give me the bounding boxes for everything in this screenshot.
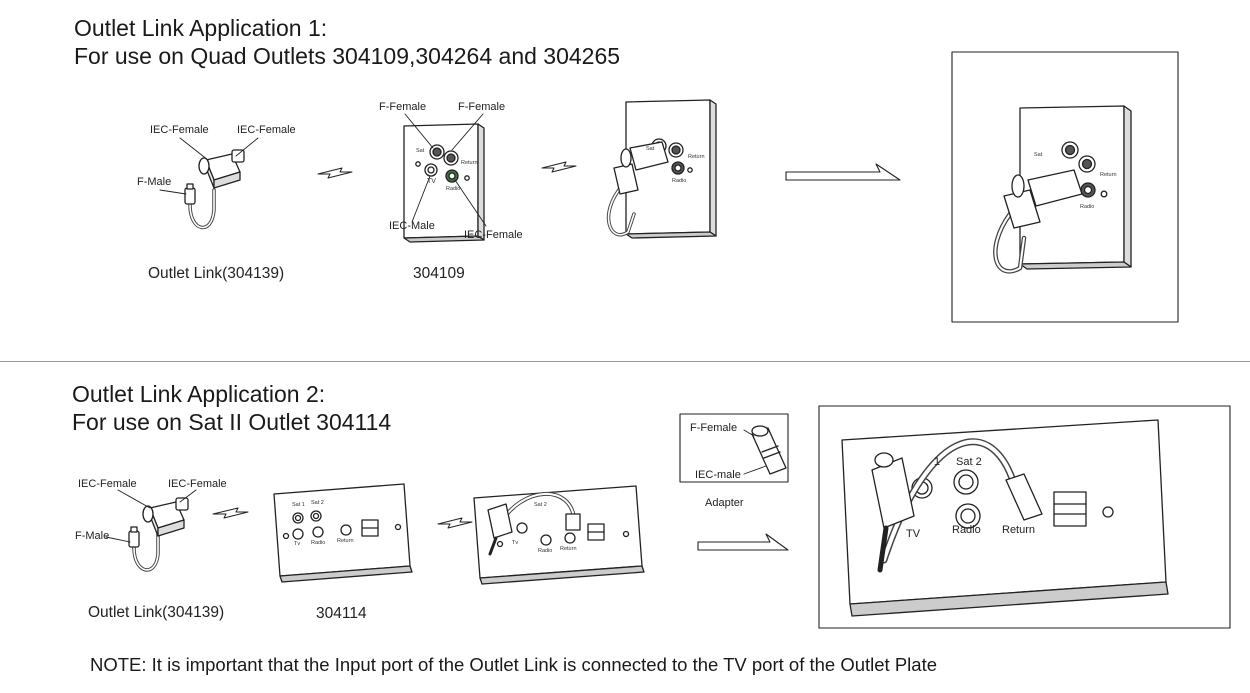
- arrow-long-2: [697, 533, 789, 551]
- plate1s-port-radio: Radio: [672, 178, 687, 184]
- adapter-f-female: F-Female: [690, 422, 738, 434]
- plate2l-port-sat1: 1: [934, 456, 941, 468]
- plate1-port-return: Return: [461, 160, 478, 166]
- link2-iec-female-left: IEC-Female: [78, 478, 137, 490]
- link2-leaders: [105, 489, 197, 543]
- section1-title-line1: Outlet Link Application 1:: [74, 15, 328, 41]
- plate2-port-radio: Radio: [311, 540, 326, 546]
- adapter-device: [751, 425, 787, 475]
- plate2-caption: 304114: [316, 605, 367, 622]
- plate1-iec-female: IEC-Female: [464, 229, 523, 241]
- plate2l-port-radio: Radio: [952, 524, 981, 536]
- section2-title-line2: For use on Sat II Outlet 304114: [72, 409, 392, 435]
- section1-title-line2: For use on Quad Outlets 304109,304264 an…: [74, 43, 621, 69]
- plate2s-port-sat2: Sat 2: [534, 502, 547, 508]
- plate-304109: [403, 123, 485, 243]
- link1-iec-female-left: IEC-Female: [150, 124, 209, 136]
- link2-caption: Outlet Link(304139): [88, 604, 225, 621]
- plate2-port-sat2: Sat 2: [311, 500, 324, 506]
- plate1-caption: 304109: [413, 265, 465, 282]
- plate1-port-tv: TV: [427, 178, 436, 185]
- plate1l-port-radio: Radio: [1080, 204, 1095, 210]
- section-divider: [0, 361, 1250, 362]
- arrow-long-1: [785, 163, 901, 181]
- arrow-small-3: [212, 507, 249, 519]
- adapter-iec-male: IEC-male: [695, 469, 741, 481]
- plate1-port-sat: Sat: [416, 148, 425, 154]
- plate1-iec-male: IEC-Male: [389, 220, 435, 232]
- plate1-leaders: [404, 113, 487, 227]
- arrow-small-2: [541, 161, 577, 173]
- plate1-f-female-left: F-Female: [379, 101, 427, 113]
- adapter-leaders: [743, 429, 767, 475]
- link1-f-male: F-Male: [137, 176, 172, 188]
- plate1-port-radio: Radio: [446, 186, 461, 192]
- plate2l-port-sat2: Sat 2: [956, 456, 982, 468]
- link2-f-male: F-Male: [75, 530, 110, 542]
- arrow-small-1: [317, 167, 353, 179]
- plate1l-port-sat: Sat: [1034, 152, 1043, 158]
- plate1s-port-return: Return: [688, 154, 705, 160]
- plate1-f-female-right: F-Female: [458, 101, 506, 113]
- outlet-link-device-2: [128, 497, 189, 572]
- plate2l-port-return: Return: [1002, 524, 1036, 536]
- plate2s-port-tv: Tv: [512, 540, 519, 546]
- footer-note: NOTE: It is important that the Input por…: [90, 654, 937, 675]
- link1-leaders: [159, 137, 259, 195]
- plate-with-link-small: [606, 99, 717, 239]
- outlet-link-device-1: [184, 149, 245, 230]
- adapter-caption: Adapter: [705, 497, 744, 509]
- plate-304114-with-link: [473, 485, 645, 585]
- plate2l-port-tv: TV: [906, 528, 921, 540]
- plate2-port-tv: Tv: [294, 541, 301, 547]
- plate2-port-return: Return: [337, 538, 354, 544]
- plate-304114-large: [841, 419, 1169, 617]
- plate1s-port-sat: Sat: [646, 146, 655, 152]
- section2-title-line1: Outlet Link Application 2:: [72, 381, 326, 407]
- plate2s-port-return: Return: [560, 546, 577, 552]
- plate2s-port-radio: Radio: [538, 548, 553, 554]
- adapter-frame: [679, 413, 789, 483]
- link1-iec-female-right: IEC-Female: [237, 124, 296, 136]
- plate-304114: [273, 483, 413, 583]
- link1-caption: Outlet Link(304139): [148, 265, 285, 282]
- plate1l-port-return: Return: [1100, 172, 1117, 178]
- link2-iec-female-right: IEC-Female: [168, 478, 227, 490]
- plate-with-link-large: [993, 105, 1132, 274]
- zoom-frame-1: [951, 51, 1179, 323]
- arrow-small-4: [437, 517, 473, 529]
- zoom-frame-2: [818, 405, 1231, 629]
- plate2-port-sat1: Sat 1: [292, 502, 305, 508]
